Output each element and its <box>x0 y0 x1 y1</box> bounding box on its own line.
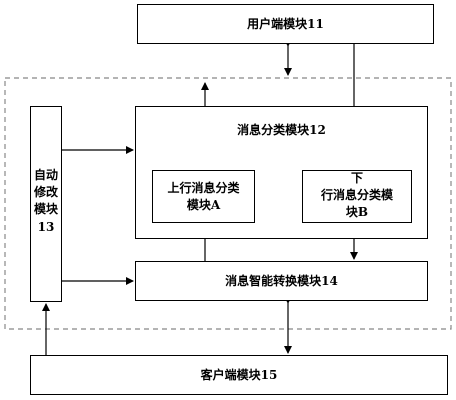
upstream-module-label-line2: 模块A <box>186 198 221 212</box>
classify-module-label: 消息分类模块12 <box>237 123 326 137</box>
client-module-label: 客户端模块15 <box>200 368 278 382</box>
downstream-module-box <box>302 170 412 223</box>
convert-module-label: 消息智能转换模块14 <box>225 274 338 288</box>
auto-modify-label-line4: 13 <box>37 220 55 234</box>
system-boundary-dashed <box>4 77 452 330</box>
auto-modify-label-line1: 自动 <box>33 168 58 182</box>
upstream-module-box <box>152 170 255 223</box>
user-module-box <box>137 4 434 44</box>
downstream-module-label-line2: 行消息分类模 <box>320 188 393 202</box>
downstream-module-label-line1: 下 <box>350 171 363 185</box>
client-module-box <box>30 355 448 395</box>
downstream-module-label-line3: 块B <box>345 205 369 219</box>
auto-modify-label-line2: 修改 <box>33 185 58 199</box>
auto-modify-label-line3: 模块 <box>33 202 58 216</box>
upstream-module-label-line1: 上行消息分类 <box>167 181 240 195</box>
user-module-label: 用户端模块11 <box>247 17 324 31</box>
auto-modify-module-box <box>30 106 62 302</box>
convert-module-box <box>135 261 428 301</box>
